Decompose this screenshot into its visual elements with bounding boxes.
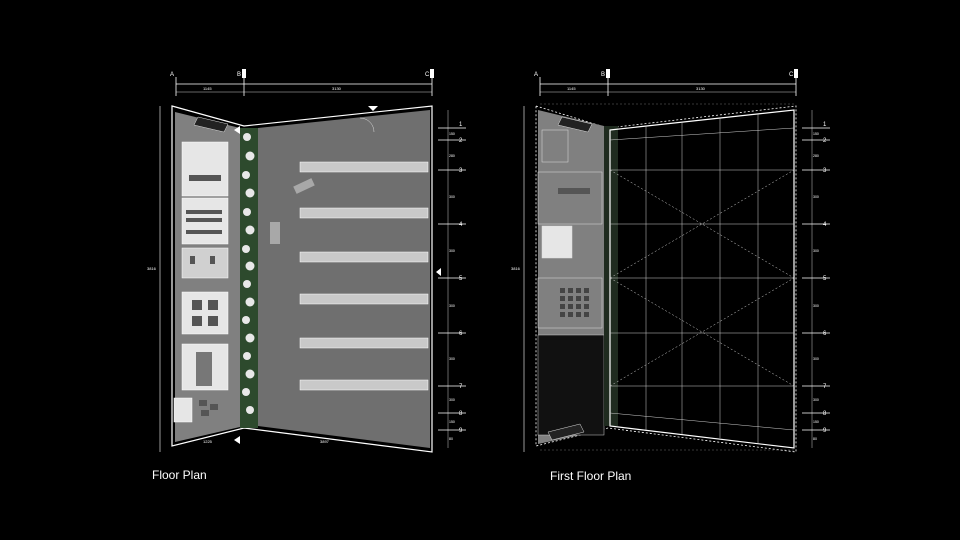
left-dim: 3816 — [147, 266, 157, 271]
void-area — [537, 334, 605, 436]
floor-plan-caption: Floor Plan — [152, 468, 207, 482]
row-label: 3 — [459, 168, 463, 174]
row-label: 6 — [459, 331, 463, 337]
furniture — [186, 175, 222, 416]
dim-bc: 3130 — [332, 86, 342, 91]
row-dim: 150 — [813, 132, 819, 136]
row-dim: 300 — [813, 304, 819, 308]
toilet-block — [181, 247, 229, 279]
dim-ab: 1145 — [567, 86, 576, 91]
entry-marker-top — [368, 106, 378, 111]
display-benches — [299, 161, 429, 391]
row-dim: 150 — [449, 132, 455, 136]
bottom-dims: 1225 3897 — [203, 439, 330, 444]
bottom-dim: 3897 — [320, 439, 330, 444]
row-label: 2 — [459, 138, 463, 144]
col-label-b: B — [237, 72, 241, 78]
row-dim: 280 — [449, 154, 455, 158]
meeting-room — [181, 291, 229, 335]
first-floor-plan: A B C 1145 3130 3816 — [511, 69, 830, 453]
row-dim: 300 — [813, 195, 819, 199]
first-floor-plan-caption: First Floor Plan — [550, 469, 632, 483]
col-label-c: C — [789, 72, 794, 78]
row-label: 9 — [823, 428, 827, 434]
row-label: 5 — [459, 276, 463, 282]
stair-upper — [557, 116, 593, 133]
row-label: 4 — [823, 222, 827, 228]
row-dim: 280 — [813, 154, 819, 158]
row-dim: 300 — [813, 249, 819, 253]
row-dim: 300 — [449, 357, 455, 361]
row-dim: 80 — [449, 437, 453, 441]
column-grid-top — [175, 69, 434, 96]
seat-grid — [560, 288, 589, 317]
stair — [193, 116, 229, 133]
building-outline — [171, 105, 433, 453]
row-grid — [438, 110, 466, 448]
entry-marker-right — [436, 268, 441, 276]
meeting-table-upper — [558, 188, 590, 194]
row-label: 7 — [459, 384, 463, 390]
row-dim: 300 — [449, 195, 455, 199]
col-label-a: A — [170, 72, 174, 78]
cars — [270, 178, 315, 244]
planter-strip-upper — [604, 126, 618, 426]
bottom-dim: 1225 — [203, 439, 213, 444]
left-dim: 3816 — [511, 266, 521, 271]
col-label-b: B — [601, 72, 605, 78]
row-label: 8 — [823, 411, 827, 417]
row-grid-2 — [802, 110, 830, 448]
door-swing — [359, 117, 375, 133]
row-label: 1 — [823, 122, 827, 128]
entry-marker-left — [234, 126, 240, 134]
row-labels-2: 1 2 3 4 5 6 7 8 9 — [823, 122, 827, 434]
main-hall — [258, 110, 430, 448]
row-dim: 150 — [449, 420, 455, 424]
row-label: 3 — [823, 168, 827, 174]
upper-rooms — [537, 129, 603, 329]
dim-ab: 1145 — [203, 86, 212, 91]
row-label: 6 — [823, 331, 827, 337]
row-dims: 150 280 300 300 300 300 300 150 80 — [449, 132, 455, 441]
row-dim: 300 — [449, 304, 455, 308]
stair-upper-bottom — [547, 423, 585, 441]
row-label: 8 — [459, 411, 463, 417]
row-label: 7 — [823, 384, 827, 390]
entry-room — [173, 397, 193, 423]
row-label: 1 — [459, 122, 463, 128]
column-grid-top-2 — [539, 69, 798, 96]
dim-bc: 3130 — [696, 86, 706, 91]
row-labels: 1 2 3 4 5 6 7 8 9 — [459, 122, 463, 434]
row-dim: 80 — [813, 437, 817, 441]
row-dim: 300 — [813, 357, 819, 361]
row-dim: 300 — [813, 398, 819, 402]
row-dim: 150 — [813, 420, 819, 424]
roof-structure — [609, 109, 795, 449]
floor-plan: A B C 1145 3130 3816 — [147, 69, 466, 453]
row-label: 5 — [823, 276, 827, 282]
tree-row — [242, 133, 255, 414]
row-label: 4 — [459, 222, 463, 228]
col-label-a: A — [534, 72, 538, 78]
row-dim: 300 — [449, 398, 455, 402]
office-room-1 — [181, 141, 229, 197]
row-dim: 300 — [449, 249, 455, 253]
row-label: 2 — [823, 138, 827, 144]
row-dims-2: 150 280 300 300 300 300 300 150 80 — [813, 132, 819, 441]
col-label-c: C — [425, 72, 430, 78]
row-label: 9 — [459, 428, 463, 434]
entry-marker-bottom — [234, 436, 240, 444]
